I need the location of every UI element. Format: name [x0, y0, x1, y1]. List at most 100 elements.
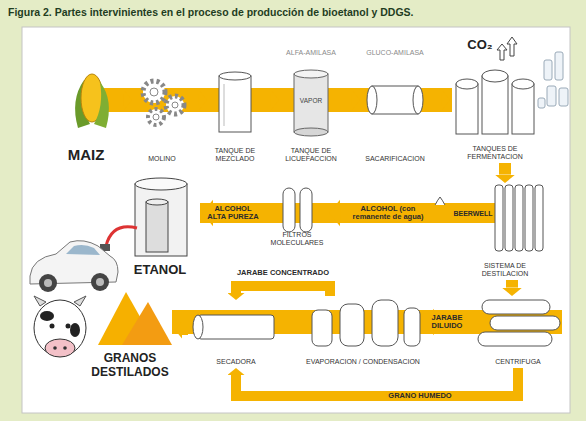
cow — [70, 323, 80, 337]
saccharification-tank — [367, 86, 423, 114]
fuel-hose — [100, 227, 137, 251]
bottles — [538, 98, 545, 108]
cow — [63, 346, 67, 350]
process-step: CENTRIFUGA — [472, 296, 564, 368]
fermentation-tanks — [482, 76, 508, 134]
step-label: GRANOS DESTILADOS — [88, 352, 172, 380]
mill-gears — [143, 81, 165, 103]
cow — [66, 324, 71, 329]
flow-arrow — [263, 94, 271, 106]
distillation-columns — [495, 185, 543, 251]
evaporators — [404, 308, 420, 346]
flow-arrow — [499, 163, 511, 175]
dryer — [198, 315, 274, 339]
process-step: MAIZ — [58, 62, 114, 165]
step-label: MOLINO — [148, 155, 176, 163]
corn-icon — [75, 74, 109, 128]
step-label: TANQUES DE FERMENTACION — [460, 145, 530, 161]
distillation-columns — [515, 185, 523, 251]
process-step: GRANOS DESTILADOS — [85, 286, 175, 382]
cow — [40, 311, 54, 321]
car — [66, 245, 100, 255]
cow — [34, 296, 86, 357]
distillation-columns — [505, 185, 513, 251]
distillation-columns — [525, 185, 533, 251]
ethanol-tank — [135, 178, 187, 256]
flow-label: JARABE CONCENTRADO — [235, 269, 331, 277]
mixing-tank — [219, 72, 251, 132]
flow-arrow — [506, 280, 518, 288]
saccharification-tank — [413, 86, 423, 114]
process-step: ETANOL — [118, 172, 202, 280]
car — [96, 278, 104, 286]
process-step: TANQUE DE LICUEFACCION — [279, 62, 343, 165]
evaporators — [312, 300, 420, 346]
annotation: CO₂ — [466, 37, 493, 52]
car — [91, 273, 109, 291]
mill-gears — [143, 81, 184, 125]
process-step: TANQUE DE MEZCLADO — [207, 62, 263, 165]
cow — [34, 300, 86, 356]
car — [44, 279, 52, 287]
step-label: FILTROS MOLECULARES — [268, 231, 326, 247]
step-label: ETANOL — [134, 263, 186, 278]
car — [39, 274, 57, 292]
cow — [53, 346, 57, 350]
step-label: SISTEMA DE DESTILACION — [474, 262, 536, 278]
mill-gears — [153, 114, 159, 120]
fermentation-tanks — [482, 70, 508, 82]
saccharification-tank — [367, 86, 377, 114]
mill-gears — [172, 102, 178, 108]
ethanol-tank — [135, 178, 187, 190]
annotation: VAPOR — [299, 97, 323, 104]
distillation-columns — [495, 185, 503, 251]
process-step: SISTEMA DE DESTILACION — [455, 183, 555, 280]
distillation-columns — [535, 185, 543, 251]
flow-label: ALCOHOL ALTA PUREZA — [203, 205, 263, 222]
process-step: FILTROS MOLECULARES — [265, 183, 329, 249]
mixing-tank — [224, 84, 225, 126]
car — [30, 241, 118, 292]
evaporators — [312, 310, 332, 346]
step-label: TANQUE DE MEZCLADO — [210, 147, 260, 163]
flow-arrow — [430, 94, 442, 106]
ethanol-tank — [146, 199, 168, 205]
corn-icon — [94, 82, 109, 128]
process-step: SACARIFICACION — [360, 62, 430, 165]
flow-label: ALCOHOL (con remanente de agua) — [344, 205, 432, 222]
mill-gears — [150, 88, 158, 96]
molecular-filters — [283, 188, 312, 232]
flow-arrow — [114, 94, 124, 106]
flow-arrow — [192, 94, 199, 106]
annotation: GLUCO-AMILASA — [365, 49, 425, 56]
grain-piles — [98, 292, 172, 345]
co2-arrows — [507, 37, 517, 56]
evaporators — [340, 304, 364, 346]
fermentation-tanks — [512, 84, 534, 134]
saccharification-tank — [372, 86, 418, 114]
flow-arrow — [236, 286, 330, 296]
fermentation-tanks — [456, 79, 478, 89]
liquefaction-tank — [294, 128, 328, 136]
flow-arrow — [236, 368, 518, 396]
flow-arrow — [343, 94, 352, 106]
process-step: TANQUES DE FERMENTACION — [450, 55, 540, 163]
flow-arrow — [182, 325, 188, 335]
process-step: EVAPORACION / CONDENSACION — [303, 296, 423, 368]
step-label: MAIZ — [68, 146, 105, 163]
flow-label: GRANO HUMEDO — [386, 392, 453, 400]
bottles — [538, 52, 568, 108]
liquefaction-tank — [294, 70, 328, 78]
mill-gears — [148, 109, 164, 125]
flow-band — [200, 203, 500, 223]
panel — [22, 27, 570, 413]
bottles — [555, 52, 563, 80]
fermentation-tanks — [456, 84, 478, 134]
fermentation-tanks — [456, 70, 534, 134]
liquefaction-tank — [294, 70, 328, 136]
ethanol-tank — [135, 184, 187, 256]
